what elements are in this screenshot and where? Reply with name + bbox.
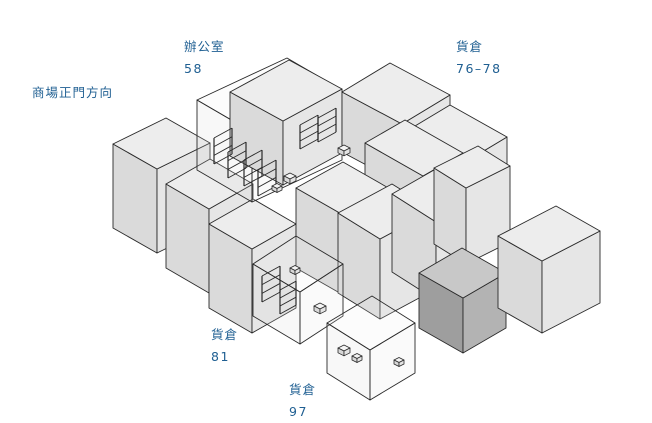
warehouse-81-shelf-1-tier-1 [261, 274, 281, 286]
warehouse-97-number: 97 [289, 404, 308, 419]
warehouse-81-shelf-1-tier-2 [261, 283, 281, 294]
block-mid-4-top-face [433, 145, 511, 189]
warehouse-81-shelf-2-tier-3 [279, 304, 297, 315]
office-shelf-5-tier-2 [299, 130, 319, 142]
office-shelf-1-tier-3 [213, 153, 233, 165]
warehouse-81-number: 81 [211, 349, 230, 364]
warehouse-81-shelf-2-tier-2 [279, 296, 297, 307]
office-shelf-1-tier-0 [213, 127, 233, 139]
office-shelf-3-tier-1 [243, 158, 263, 170]
warehouse-81-box-2-right [319, 305, 327, 315]
warehouse-81-name: 貨倉 [211, 327, 239, 342]
block-entrance-1-top-face [112, 117, 211, 170]
entrance-direction-text: 商場正門方向 [32, 85, 114, 100]
office-shelf-2-tier-1 [227, 150, 247, 162]
office-shelf-5-tier-1 [299, 122, 319, 134]
office-shelf-2-tier-2 [227, 159, 247, 170]
warehouse-97-box-3-right [398, 359, 405, 367]
office-box-3-right [343, 147, 351, 157]
office-58-name: 辦公室 [184, 39, 225, 54]
block-dark [418, 247, 507, 354]
warehouse-81-label: 貨倉 81 [211, 326, 238, 366]
warehouse-97-box-1-right [343, 347, 351, 357]
office-shelf-1 [213, 127, 233, 165]
office-shelf-6-tier-0 [317, 107, 337, 119]
office-shelf-5-tier-3 [299, 138, 319, 150]
office-shelf-1-tier-1 [213, 136, 233, 148]
warehouse-81-shelf-1-tier-3 [261, 291, 281, 303]
office-shelf-1-tier-2 [213, 145, 233, 156]
entrance-direction-label: 商場正門方向 [32, 84, 113, 102]
warehouse-81-shelf-2 [279, 280, 297, 315]
office-shelf-3-tier-0 [243, 149, 263, 161]
office-shelf-6-tier-3 [317, 131, 337, 143]
warehouse-76-78-name: 貨倉 [456, 39, 484, 54]
warehouse-81-room-top-face [252, 235, 344, 293]
block-back-1-top-face [229, 59, 343, 122]
office-58-label: 辦公室 58 [184, 38, 225, 78]
office-shelf-6 [317, 107, 337, 143]
office-shelf-6-tier-1 [317, 115, 337, 127]
office-shelf-2 [227, 141, 247, 179]
warehouse-97-name: 貨倉 [289, 382, 317, 397]
block-entrance-2-top-face [165, 158, 254, 210]
office-shelf-4-tier-0 [257, 159, 277, 171]
office-shelf-5-tier-0 [299, 114, 319, 126]
warehouse-97-box-2-right [356, 355, 363, 363]
office-shelf-4-tier-2 [257, 177, 277, 188]
block-right [497, 205, 601, 334]
office-shelf-6-tier-2 [317, 123, 337, 135]
warehouse-81-shelf-1-tier-0 [261, 265, 281, 277]
office-shelf-4-tier-1 [257, 168, 277, 180]
warehouse-76-78-label: 貨倉 76–78 [456, 38, 502, 78]
office-shelf-4 [257, 159, 277, 197]
warehouse-81-box-1-right [294, 267, 301, 275]
warehouse-81-shelf-2-tier-1 [279, 288, 297, 299]
warehouse-97-label: 貨倉 97 [289, 381, 316, 421]
block-back-2-top-face [341, 62, 451, 125]
warehouse-76-78-number: 76–78 [456, 61, 502, 76]
warehouse-81-shelf-2-tier-0 [279, 280, 297, 291]
room-details [213, 107, 405, 367]
office-box-2-right [276, 185, 283, 193]
office-shelf-2-tier-0 [227, 141, 247, 153]
unit-blocks [112, 57, 601, 401]
warehouse-97-room [326, 295, 416, 401]
office-shelf-2-tier-3 [227, 167, 247, 179]
warehouse-81-shelf-1 [261, 265, 281, 303]
office-58-number: 58 [184, 61, 203, 76]
warehouse-97-room-top-face [326, 295, 416, 351]
office-box-1-right [289, 175, 297, 185]
block-right-top-face [497, 205, 601, 262]
